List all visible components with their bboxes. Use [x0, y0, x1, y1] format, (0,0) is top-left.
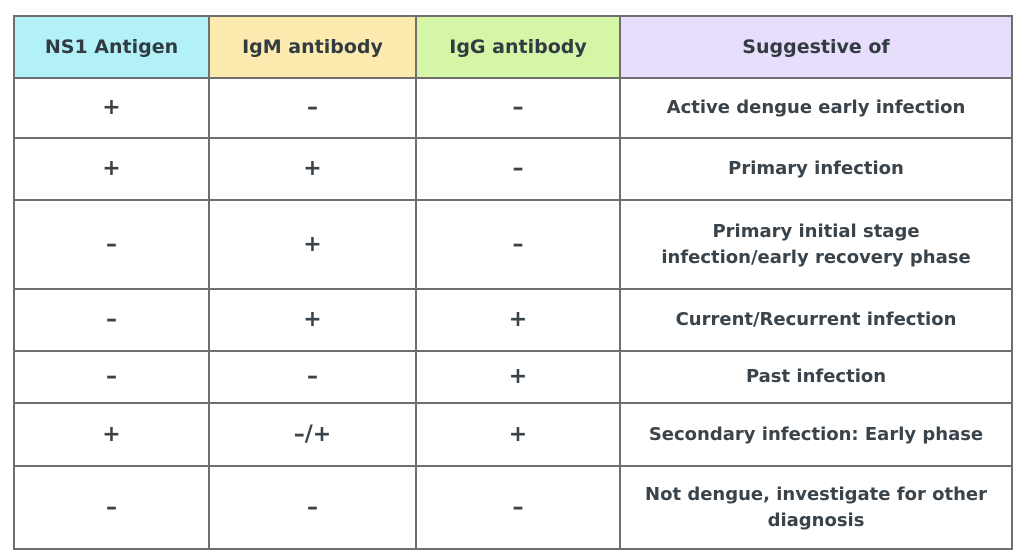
igm-cell: + [208, 137, 417, 201]
igm-cell: –/+ [208, 402, 417, 467]
dengue-test-table: NS1 Antigen IgM antibody IgG antibody Su… [13, 15, 1013, 550]
ns1-cell: – [13, 350, 210, 404]
table-row: – – – Not dengue, investigate for other … [13, 465, 1013, 550]
igm-cell: + [208, 288, 417, 352]
header-suggestive-of: Suggestive of [619, 15, 1013, 79]
ns1-cell: – [13, 288, 210, 352]
ns1-cell: + [13, 402, 210, 467]
suggestive-cell: Active dengue early infection [619, 77, 1013, 139]
header-igg-antibody: IgG antibody [415, 15, 621, 79]
table-row: + – – Active dengue early infection [13, 77, 1013, 139]
igg-cell: – [415, 199, 621, 290]
ns1-cell: – [13, 199, 210, 290]
igg-cell: – [415, 137, 621, 201]
header-ns1-antigen: NS1 Antigen [13, 15, 210, 79]
ns1-cell: + [13, 77, 210, 139]
header-igm-antibody: IgM antibody [208, 15, 417, 79]
header-row: NS1 Antigen IgM antibody IgG antibody Su… [13, 15, 1013, 79]
suggestive-cell: Past infection [619, 350, 1013, 404]
suggestive-cell: Current/Recurrent infection [619, 288, 1013, 352]
suggestive-cell: Secondary infection: Early phase [619, 402, 1013, 467]
igg-cell: + [415, 350, 621, 404]
igg-cell: – [415, 465, 621, 550]
suggestive-cell: Not dengue, investigate for other diagno… [619, 465, 1013, 550]
suggestive-cell: Primary initial stage infection/early re… [619, 199, 1013, 290]
ns1-cell: – [13, 465, 210, 550]
table-row: – – + Past infection [13, 350, 1013, 404]
suggestive-cell: Primary infection [619, 137, 1013, 201]
igg-cell: – [415, 77, 621, 139]
ns1-cell: + [13, 137, 210, 201]
table-row: + –/+ + Secondary infection: Early phase [13, 402, 1013, 467]
igg-cell: + [415, 402, 621, 467]
table-row: + + – Primary infection [13, 137, 1013, 201]
igg-cell: + [415, 288, 621, 352]
igm-cell: – [208, 77, 417, 139]
igm-cell: – [208, 350, 417, 404]
table-row: – + + Current/Recurrent infection [13, 288, 1013, 352]
igm-cell: + [208, 199, 417, 290]
igm-cell: – [208, 465, 417, 550]
table-row: – + – Primary initial stage infection/ea… [13, 199, 1013, 290]
